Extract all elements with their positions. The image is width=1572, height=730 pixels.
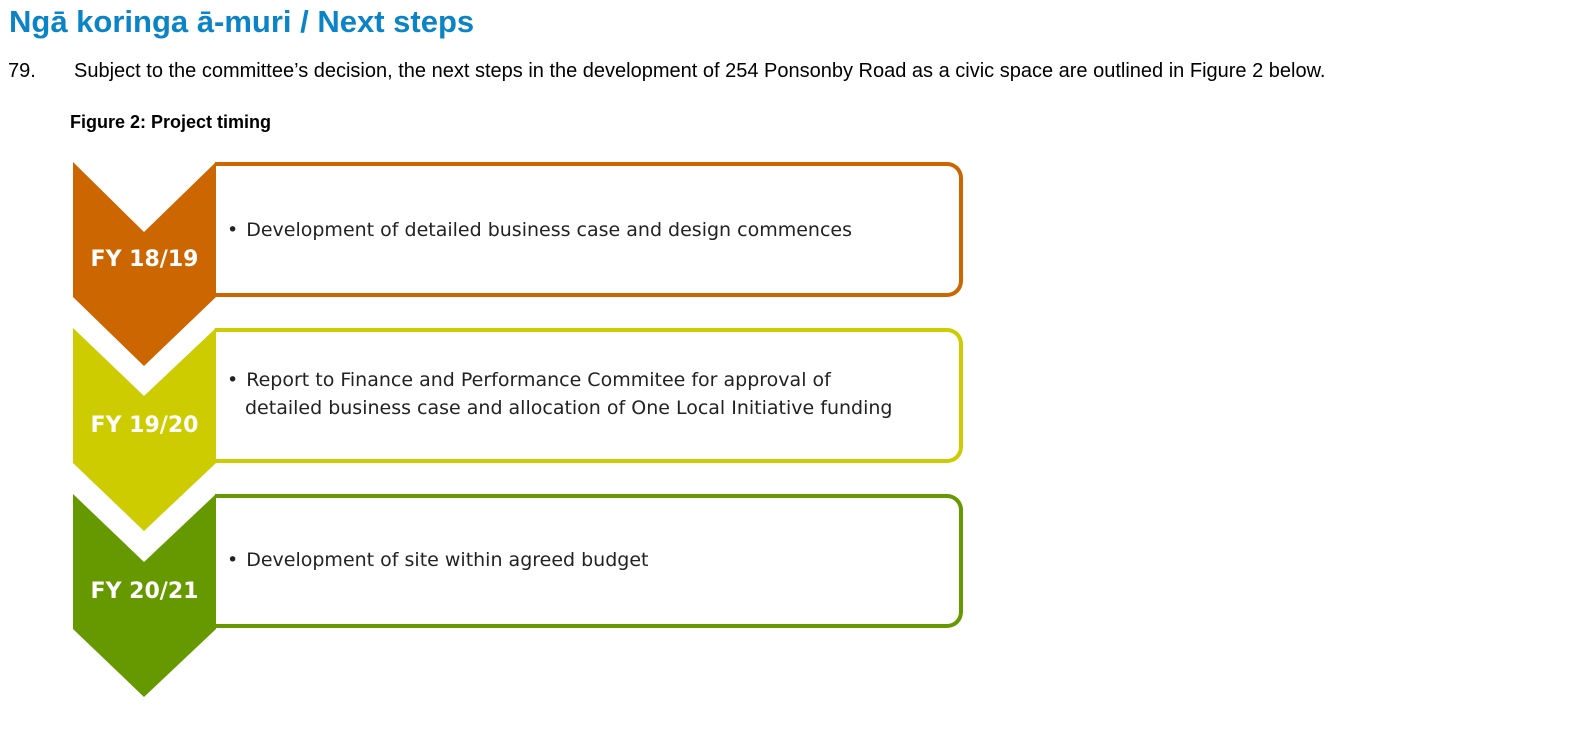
paragraph-79: 79. Subject to the committee’s decision, … <box>8 60 1325 83</box>
step-text-3: •Development of site within agreed budge… <box>227 549 649 571</box>
paragraph-text: Subject to the committee’s decision, the… <box>74 60 1326 82</box>
paragraph-number: 79. <box>8 60 36 82</box>
step-box-3: •Development of site within agreed budge… <box>215 494 963 628</box>
chevron-1 <box>73 162 216 366</box>
chevron-2 <box>73 328 216 532</box>
step-text-1: •Development of detailed business case a… <box>227 219 852 241</box>
figure-caption: Figure 2: Project timing <box>70 112 272 132</box>
fy-label-3: FY 20/21 <box>90 579 199 604</box>
step-box-1: •Development of detailed business case a… <box>215 162 963 297</box>
fy-label-1: FY 18/19 <box>90 247 199 272</box>
section-heading: Ngā koringa ā-muri / Next steps <box>9 4 475 39</box>
step-box-2: •Report to Finance and Performance Commi… <box>215 328 963 463</box>
chevron-3 <box>73 494 216 698</box>
fy-label-2: FY 19/20 <box>90 413 199 438</box>
step-text-2: •Report to Finance and Performance Commi… <box>227 369 893 419</box>
